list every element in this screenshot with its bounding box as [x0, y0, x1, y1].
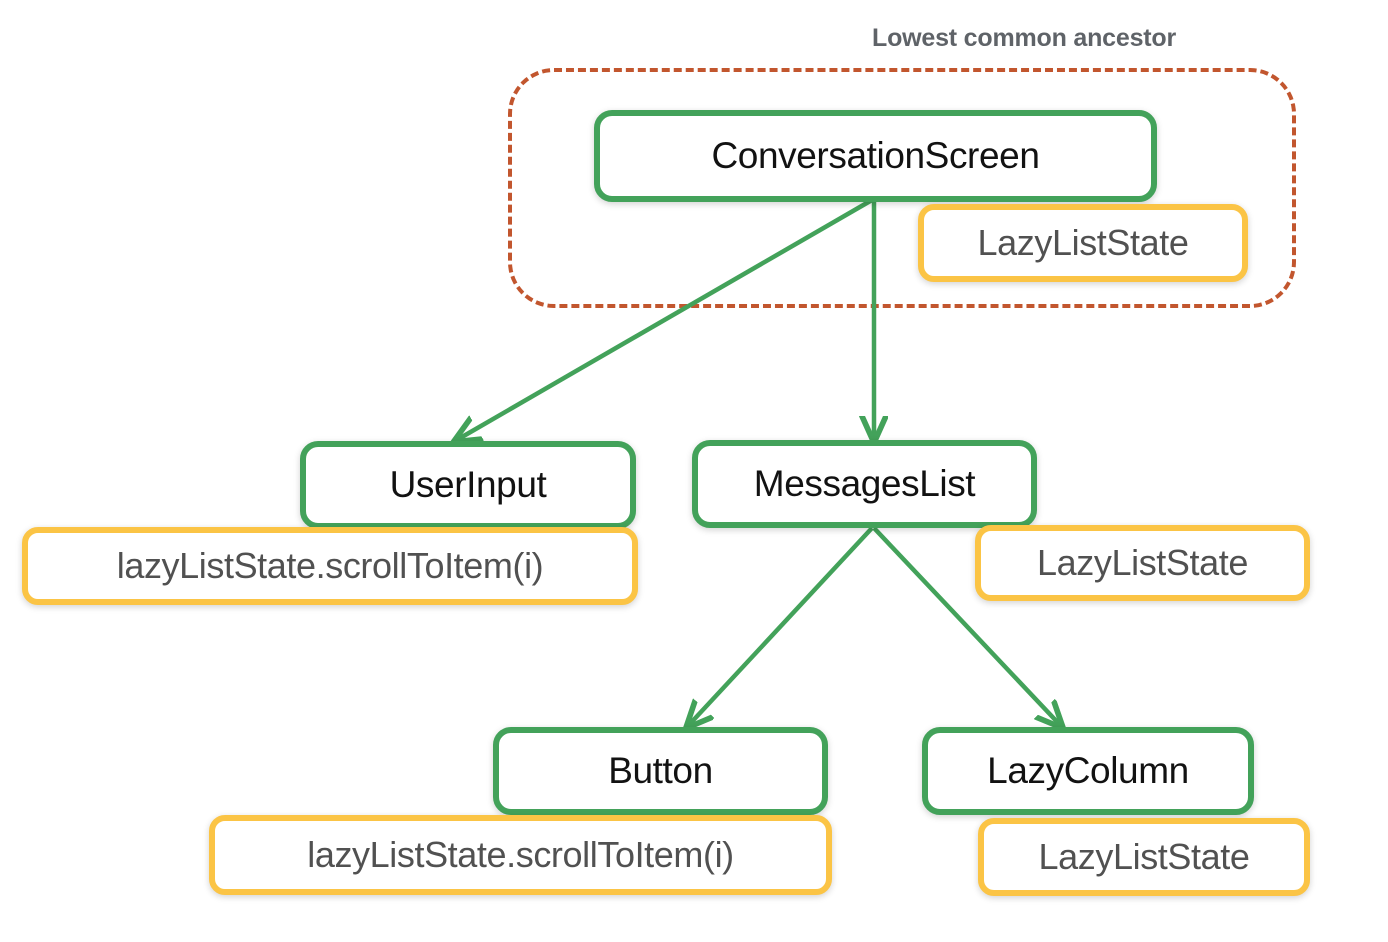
- node-conversationscreen-label: ConversationScreen: [711, 135, 1040, 176]
- node-userinput-label: UserInput: [389, 464, 547, 505]
- node-conversationscreen-lazyliststate-label: LazyListState: [977, 222, 1189, 263]
- node-userinput-scrolltoitem-label: lazyListState.scrollToItem(i): [116, 545, 544, 586]
- node-userinput-scrolltoitem[interactable]: lazyListState.scrollToItem(i): [22, 527, 638, 605]
- node-button-scrolltoitem[interactable]: lazyListState.scrollToItem(i): [209, 815, 832, 895]
- node-lazycolumn-label: LazyColumn: [987, 750, 1189, 791]
- node-userinput[interactable]: UserInput: [300, 441, 636, 529]
- node-button[interactable]: Button: [493, 727, 828, 815]
- node-messageslist-label: MessagesList: [753, 463, 976, 504]
- edge-messageslist-button: [687, 526, 874, 727]
- node-conversationscreen[interactable]: ConversationScreen: [594, 110, 1157, 202]
- node-conversationscreen-lazyliststate[interactable]: LazyListState: [918, 204, 1248, 282]
- node-button-label: Button: [608, 750, 713, 791]
- lowest-common-ancestor-region: [508, 68, 1296, 308]
- lowest-common-ancestor-label: Lowest common ancestor: [872, 24, 1176, 52]
- node-messageslist[interactable]: MessagesList: [692, 440, 1037, 528]
- node-lazycolumn-lazyliststate-label: LazyListState: [1038, 836, 1250, 877]
- node-button-scrolltoitem-label: lazyListState.scrollToItem(i): [307, 834, 734, 875]
- node-messageslist-lazyliststate[interactable]: LazyListState: [975, 525, 1310, 601]
- node-lazycolumn-lazyliststate[interactable]: LazyListState: [978, 818, 1310, 896]
- node-messageslist-lazyliststate-label: LazyListState: [1037, 542, 1248, 583]
- node-lazycolumn[interactable]: LazyColumn: [922, 727, 1254, 815]
